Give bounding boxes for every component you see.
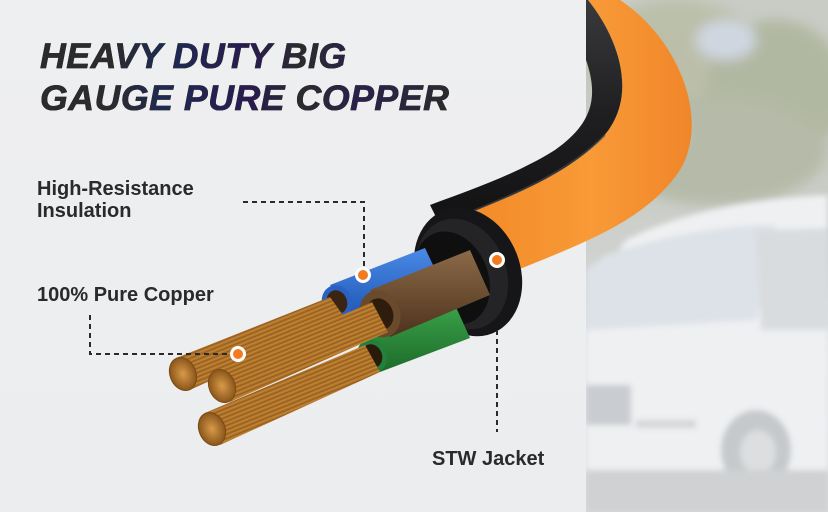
copper-leader-line — [89, 315, 228, 355]
copper-label: 100% Pure Copper — [37, 284, 214, 306]
insulation-label-line-1: High-Resistance — [37, 178, 194, 200]
copper-conductors — [168, 297, 388, 446]
jacket-label: STW Jacket — [432, 448, 545, 470]
copper-marker — [230, 346, 246, 362]
insulation-label-line-2: Insulation — [37, 200, 132, 222]
insulation-label: High-Resistance Insulation — [37, 178, 194, 222]
headline-line-1: HEAVY DUTY BIG — [40, 37, 347, 77]
insulation-leader-line — [243, 201, 365, 268]
headline: HEAVY DUTY BIG GAUGE PURE COPPER — [40, 36, 449, 120]
insulation-marker — [355, 267, 371, 283]
jacket-marker — [489, 252, 505, 268]
headline-line-2: GAUGE PURE COPPER — [40, 79, 450, 119]
callout-leader-lines — [89, 201, 498, 432]
